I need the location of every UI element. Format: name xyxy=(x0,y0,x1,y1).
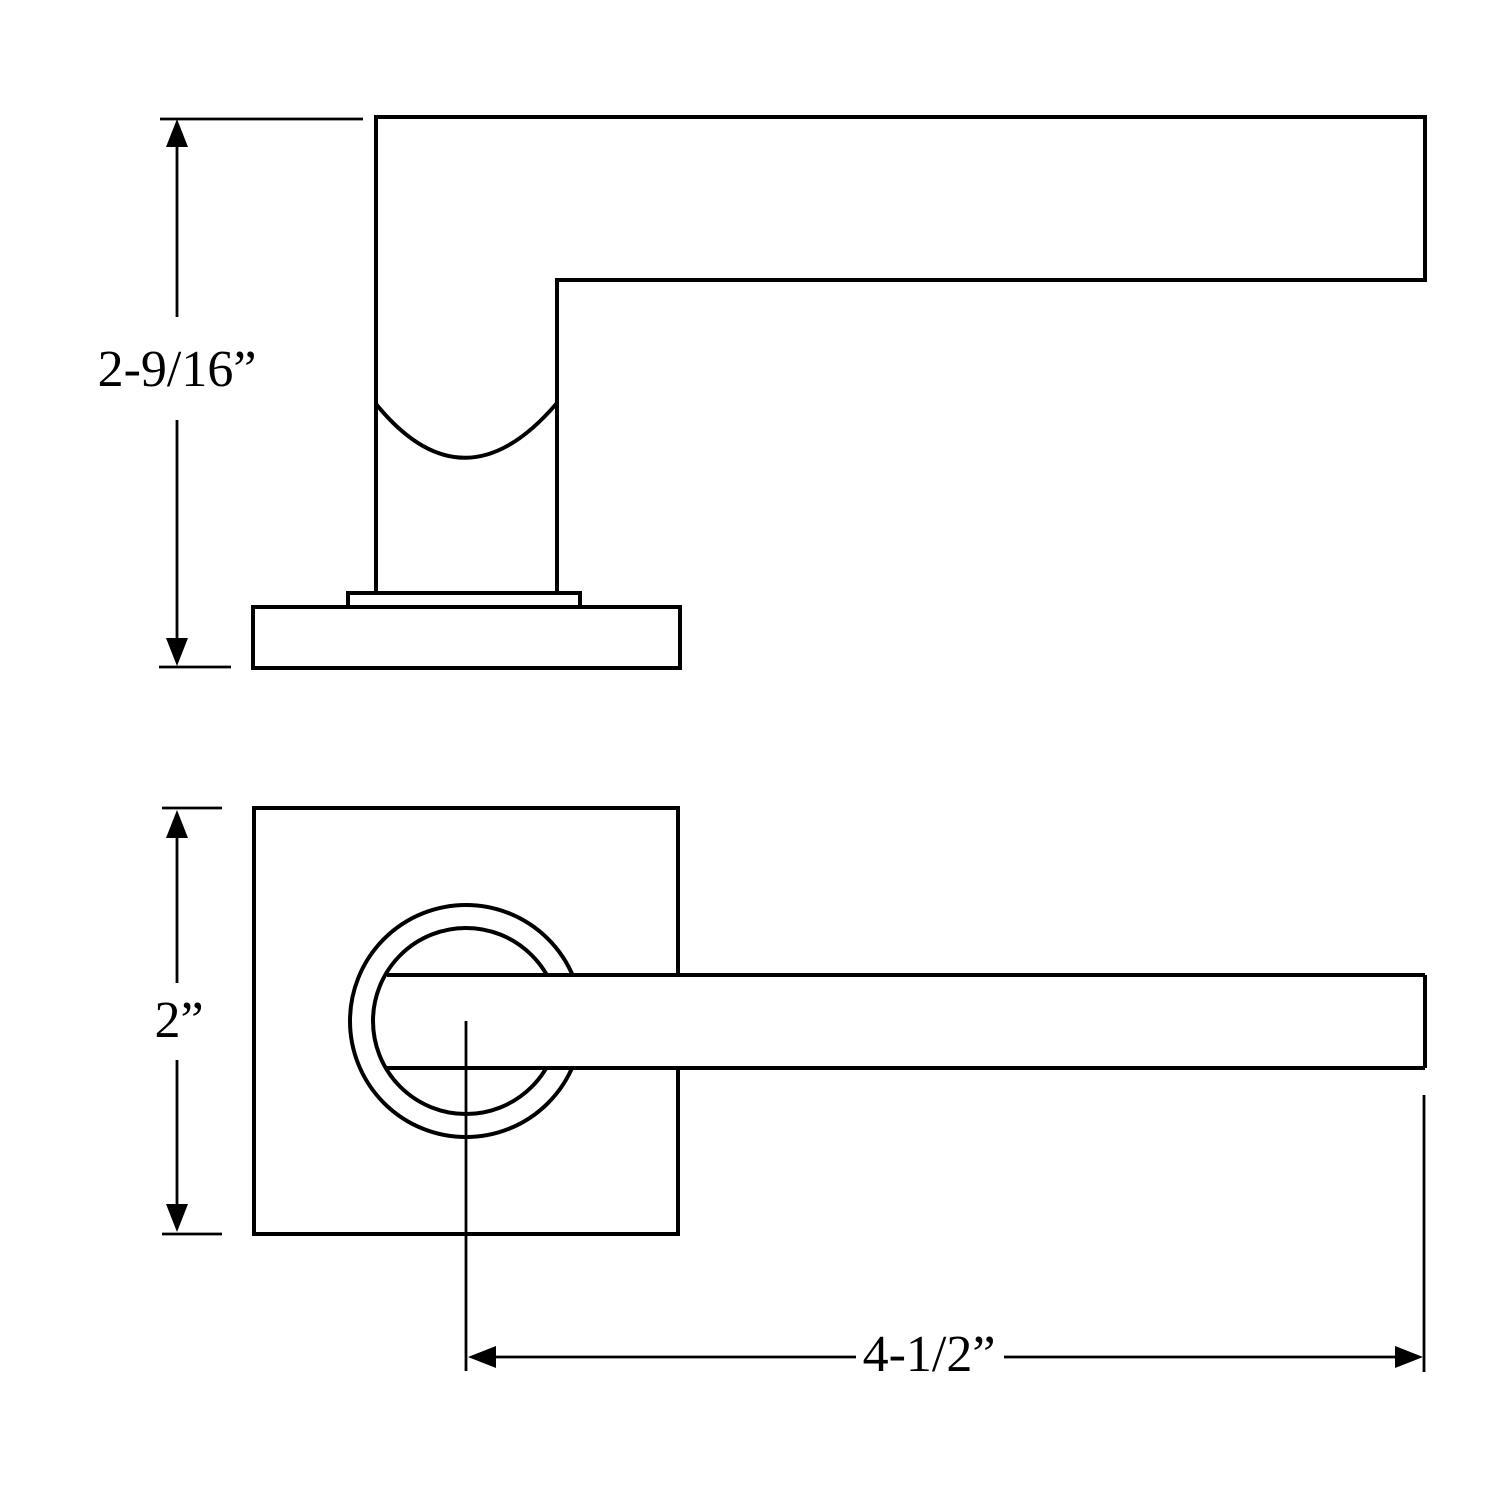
dimension-overall-height: 2-9/16” xyxy=(98,117,363,669)
neck-curve xyxy=(374,401,559,460)
arrow-down-icon xyxy=(166,1204,188,1232)
rose-flange-side xyxy=(346,591,582,609)
side-view: 2-9/16” xyxy=(98,115,1427,670)
front-view: 2” 4-1/2” xyxy=(154,806,1427,1383)
arrow-left-icon xyxy=(468,1346,496,1368)
dimension-lever-length: 4-1/2” xyxy=(468,1095,1426,1383)
dimension-rose-size: 2” xyxy=(154,806,222,1236)
arrow-down-icon xyxy=(166,638,188,666)
rose-size-label: 2” xyxy=(154,992,203,1049)
overall-height-label: 2-9/16” xyxy=(98,341,257,398)
lever-length-label: 4-1/2” xyxy=(863,1326,996,1383)
lever-profile-outline xyxy=(374,115,1427,593)
arrow-up-icon xyxy=(166,119,188,147)
arrow-right-icon xyxy=(1395,1346,1423,1368)
rose-base-side xyxy=(251,605,682,670)
lever-bar-fill xyxy=(388,975,1425,1068)
arrow-up-icon xyxy=(166,810,188,838)
